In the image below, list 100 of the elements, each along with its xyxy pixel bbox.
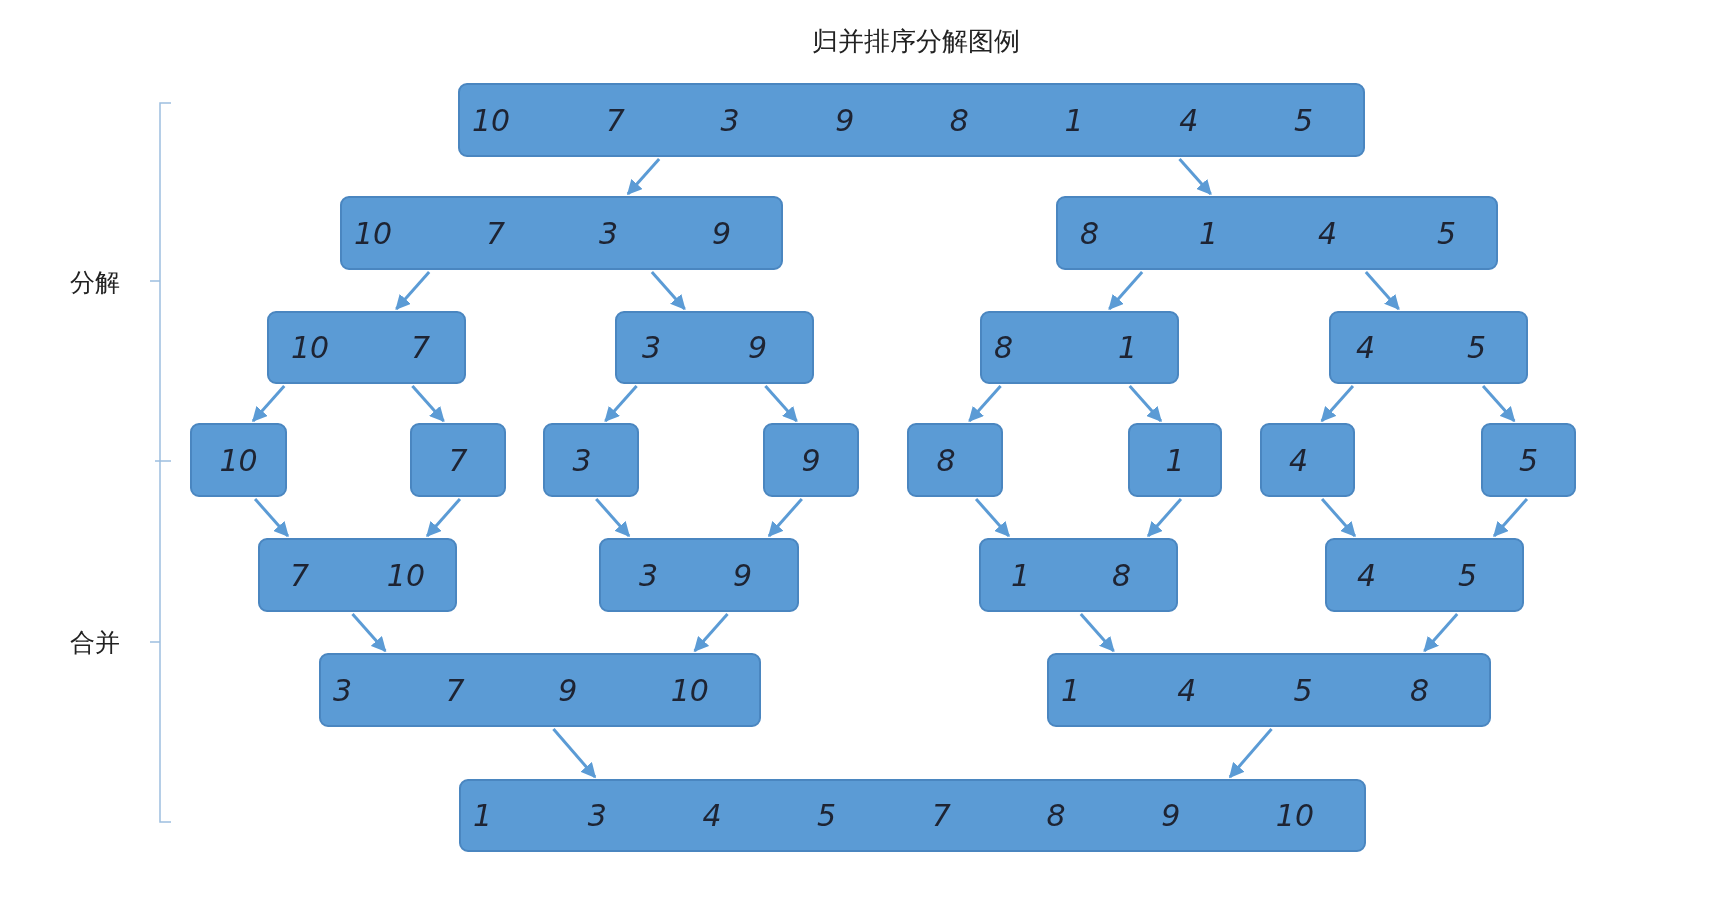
arrow xyxy=(351,613,387,653)
number: 1 xyxy=(1064,102,1084,138)
number: 7 xyxy=(605,102,625,138)
arrow xyxy=(650,271,686,311)
arrow xyxy=(1493,498,1529,538)
array-box xyxy=(340,196,783,270)
arrow xyxy=(1128,385,1163,423)
number: 9 xyxy=(747,330,767,365)
arrow xyxy=(693,613,729,653)
number: 9 xyxy=(835,102,855,138)
number: 1 xyxy=(1198,215,1219,251)
number: 5 xyxy=(1293,102,1313,138)
number: 4 xyxy=(1179,102,1199,138)
array-box xyxy=(190,423,287,497)
number: 1 xyxy=(1117,330,1137,365)
number: 3 xyxy=(572,442,592,478)
number: 8 xyxy=(936,442,956,478)
array-box xyxy=(763,423,859,497)
arrow xyxy=(604,385,638,423)
arrow xyxy=(1147,498,1183,538)
arrow xyxy=(1320,385,1355,423)
array-box xyxy=(1481,423,1576,497)
number: 7 xyxy=(448,442,468,478)
number: 1 xyxy=(1011,557,1031,593)
array-box xyxy=(1047,653,1491,727)
phase-label: 分解 xyxy=(70,267,120,299)
array-box xyxy=(1056,196,1498,270)
number: 4 xyxy=(1317,215,1338,251)
number: 9 xyxy=(711,215,731,251)
number: 4 xyxy=(1288,442,1309,478)
arrow xyxy=(552,728,597,779)
number: 3 xyxy=(720,102,740,138)
array-box xyxy=(543,423,639,497)
arrow xyxy=(764,385,798,423)
number: 8 xyxy=(1080,215,1100,251)
number: 5 xyxy=(1457,557,1477,593)
array-box xyxy=(459,779,1366,852)
array-box xyxy=(267,311,466,384)
arrow xyxy=(1228,728,1273,779)
title: 归并排序分解图例 xyxy=(811,25,1021,58)
number: 8 xyxy=(949,102,969,138)
phase-label: 合并 xyxy=(70,627,120,659)
array-box xyxy=(979,538,1178,612)
array-box xyxy=(410,423,506,497)
arrow xyxy=(1320,498,1356,538)
number: 5 xyxy=(1466,330,1486,365)
array-box xyxy=(1329,311,1528,384)
number: 4 xyxy=(702,798,722,833)
arrow xyxy=(974,498,1010,538)
number: 9 xyxy=(732,557,752,593)
number: 5 xyxy=(1436,215,1456,251)
arrow xyxy=(595,498,631,538)
number: 7 xyxy=(290,557,310,593)
array-box xyxy=(1325,538,1524,612)
number: 10 xyxy=(670,672,709,708)
number: 8 xyxy=(1409,672,1429,708)
arrow xyxy=(395,271,431,311)
number: 5 xyxy=(1293,672,1313,708)
array-box xyxy=(319,653,761,727)
array-box xyxy=(615,311,814,384)
number: 9 xyxy=(801,442,821,478)
number: 3 xyxy=(587,798,607,833)
array-box xyxy=(980,311,1179,384)
number: 7 xyxy=(445,672,465,708)
number: 1 xyxy=(473,798,493,833)
number: 10 xyxy=(472,102,511,138)
arrow xyxy=(426,498,462,538)
number: 4 xyxy=(1177,672,1197,708)
arrow xyxy=(1079,613,1115,653)
number: 4 xyxy=(1357,557,1377,593)
number: 3 xyxy=(598,215,619,251)
arrow xyxy=(1481,385,1516,423)
array-box xyxy=(458,83,1365,157)
number: 10 xyxy=(386,557,425,593)
number: 10 xyxy=(219,442,258,478)
number: 9 xyxy=(1161,798,1181,833)
number: 8 xyxy=(1111,557,1131,593)
arrow xyxy=(1178,158,1212,196)
number: 3 xyxy=(642,330,662,365)
arrow xyxy=(411,385,445,423)
array-box xyxy=(907,423,1003,497)
number: 8 xyxy=(994,330,1014,365)
arrow xyxy=(767,498,803,538)
number: 3 xyxy=(639,557,659,593)
number: 1 xyxy=(1165,442,1185,478)
number: 10 xyxy=(1275,798,1314,833)
number: 7 xyxy=(931,798,951,833)
number: 7 xyxy=(410,330,430,365)
array-box xyxy=(1128,423,1222,497)
arrow xyxy=(251,385,286,423)
array-box xyxy=(1260,423,1355,497)
number: 10 xyxy=(291,330,330,365)
number: 9 xyxy=(558,672,578,708)
arrow xyxy=(253,498,289,538)
number: 10 xyxy=(354,215,393,251)
number: 5 xyxy=(1518,442,1539,478)
arrow xyxy=(968,385,1002,423)
arrow xyxy=(1108,271,1144,311)
number: 1 xyxy=(1061,672,1081,708)
number: 8 xyxy=(1046,798,1066,833)
